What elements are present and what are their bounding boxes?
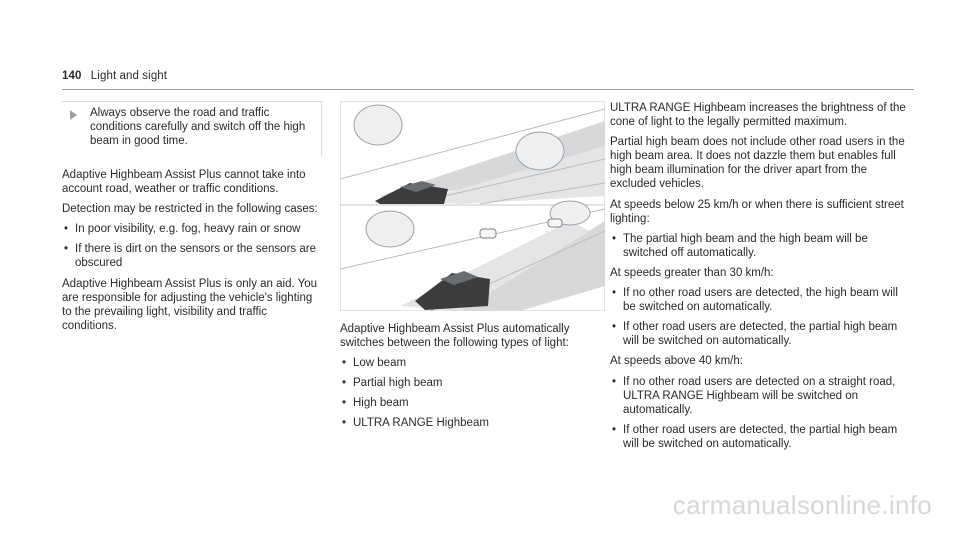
paragraph: At speeds below 25 km/h or when there is… xyxy=(610,198,904,225)
paragraph: Adaptive Highbeam Assist Plus cannot tak… xyxy=(62,169,306,196)
left-column: Always observe the road and traffic cond… xyxy=(62,101,322,339)
bullet-list: In poor visibility, e.g. fog, heavy rain… xyxy=(62,222,322,270)
list-item: If there is dirt on the sensors or the s… xyxy=(62,242,322,270)
section-title: Light and sight xyxy=(90,70,168,82)
warning-box: Always observe the road and traffic cond… xyxy=(62,101,322,156)
paragraph: At speeds above 40 km/h: xyxy=(610,355,743,368)
bullet-list: If no other road users are detected on a… xyxy=(610,375,910,451)
list-item: The partial high beam and the high beam … xyxy=(610,232,910,260)
light-types-list: Low beam Partial high beam High beam ULT… xyxy=(340,356,605,430)
paragraph: Adaptive Highbeam Assist Plus is only an… xyxy=(62,277,318,332)
paragraph: Partial high beam does not include other… xyxy=(610,136,905,191)
list-item: Partial high beam xyxy=(340,376,605,390)
caption-text: Adaptive Highbeam Assist Plus automatica… xyxy=(340,323,570,350)
list-item: If other road users are detected, the pa… xyxy=(610,423,910,451)
list-item: If no other road users are detected on a… xyxy=(610,375,910,417)
triangle-arrow-icon xyxy=(70,110,77,120)
bullet-list: If no other road users are detected, the… xyxy=(610,286,910,348)
list-item: Low beam xyxy=(340,356,605,370)
list-item: If no other road users are detected, the… xyxy=(610,286,910,314)
right-column: ULTRA RANGE Highbeam increases the brigh… xyxy=(610,101,910,457)
warning-text: Always observe the road and traffic cond… xyxy=(90,107,306,148)
header-divider xyxy=(62,89,914,90)
page-number: 140 xyxy=(62,70,82,82)
list-item: High beam xyxy=(340,396,605,410)
paragraph: At speeds greater than 30 km/h: xyxy=(610,266,774,279)
highbeam-illustration xyxy=(340,101,605,311)
bullet-list: The partial high beam and the high beam … xyxy=(610,232,910,260)
watermark: carmanualsonline.info xyxy=(672,490,932,520)
paragraph: Detection may be restricted in the follo… xyxy=(62,203,318,216)
list-item: In poor visibility, e.g. fog, heavy rain… xyxy=(62,222,322,236)
page-header: 140 Light and sight xyxy=(62,70,167,82)
list-item: ULTRA RANGE Highbeam xyxy=(340,416,605,430)
list-item: If other road users are detected, the pa… xyxy=(610,320,910,348)
bottom-panel xyxy=(340,200,605,311)
top-panel xyxy=(340,104,605,205)
paragraph: ULTRA RANGE Highbeam increases the brigh… xyxy=(610,102,906,129)
illustration-caption: Adaptive Highbeam Assist Plus automatica… xyxy=(340,322,605,437)
